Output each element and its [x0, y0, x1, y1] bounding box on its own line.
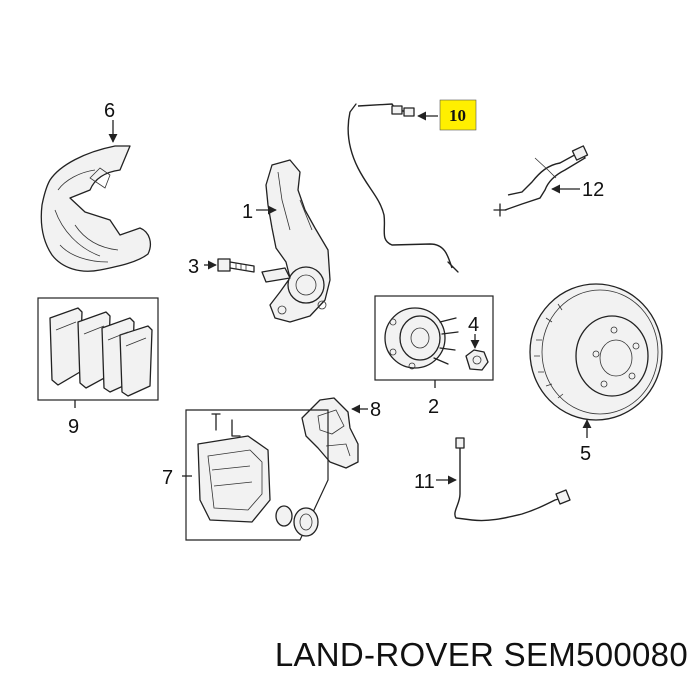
- wheel-hub-bearing-part: [384, 307, 459, 370]
- brake-caliper-part: [197, 413, 319, 537]
- brake-hose-part: [493, 145, 589, 217]
- hub-nut-part: [465, 349, 489, 371]
- brand-name: LAND-ROVER: [274, 636, 495, 673]
- splash-shield-part: [40, 145, 151, 272]
- callout-8: 8: [370, 399, 381, 421]
- brake-pads-part: [49, 307, 153, 397]
- hub-bearing-frame: [374, 295, 494, 381]
- brake-disc-part: [529, 283, 663, 421]
- callout-12: 12: [582, 179, 604, 201]
- callout-5: 5: [580, 443, 591, 465]
- callout-4: 4: [468, 314, 479, 336]
- bolt-part: [217, 258, 255, 273]
- callout-10: 10: [449, 106, 466, 125]
- callout-7: 7: [162, 467, 173, 489]
- callout-10-highlight: [439, 99, 477, 131]
- callout-6: 6: [104, 100, 115, 122]
- brake-wear-sensor-part: [347, 103, 459, 273]
- part-number: SEM500080: [503, 636, 688, 673]
- part-reference-caption: LAND-ROVER SEM500080: [0, 636, 700, 692]
- steering-knuckle-part: [261, 159, 331, 323]
- callout-9: 9: [68, 416, 79, 438]
- brake-caliper-frame: [185, 409, 329, 541]
- callout-11: 11: [414, 471, 435, 493]
- caliper-bracket-part: [301, 397, 359, 469]
- brake-pads-frame: [37, 297, 159, 401]
- abs-sensor-part: [454, 437, 571, 522]
- callout-1: 1: [242, 201, 253, 223]
- callout-2: 2: [428, 396, 439, 418]
- callout-3: 3: [188, 256, 199, 278]
